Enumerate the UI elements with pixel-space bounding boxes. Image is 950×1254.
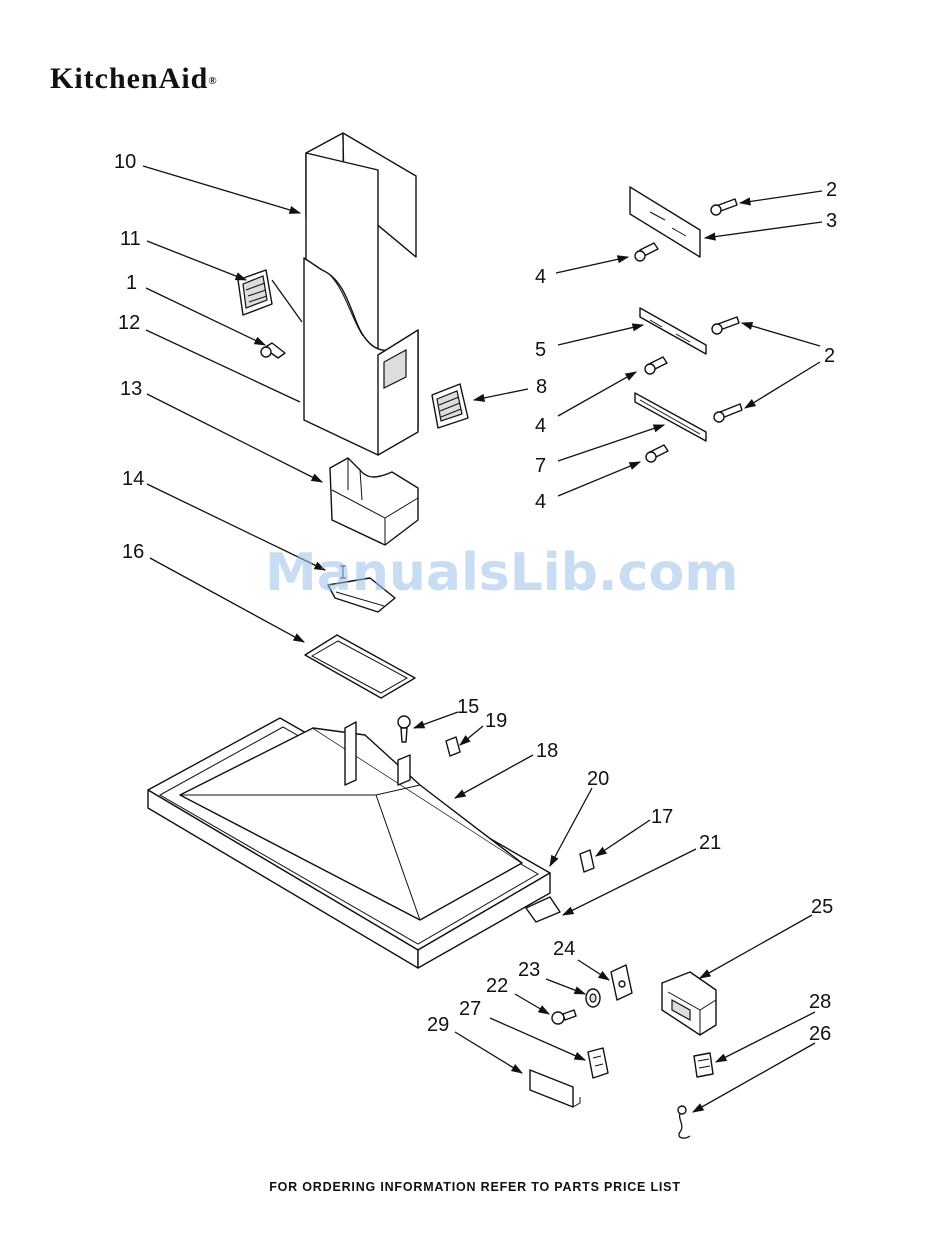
part-18-hood-canopy xyxy=(148,718,550,968)
part-4-screw-low xyxy=(646,445,668,462)
label-19: 19 xyxy=(485,710,507,732)
part-24-bracket xyxy=(611,965,632,1000)
label-17: 17 xyxy=(651,806,673,828)
label-13: 13 xyxy=(120,378,142,400)
part-2-screw-low xyxy=(714,404,742,422)
label-24: 24 xyxy=(553,938,575,960)
label-3: 3 xyxy=(826,210,837,232)
part-4-screw-mid xyxy=(645,357,667,374)
label-21: 21 xyxy=(699,832,721,854)
watermark: ManualsLib.com xyxy=(265,543,738,603)
part-23-washer xyxy=(586,989,600,1007)
label-4-low: 4 xyxy=(535,491,546,513)
label-22: 22 xyxy=(486,975,508,997)
label-5: 5 xyxy=(535,339,546,361)
label-27: 27 xyxy=(459,998,481,1020)
part-17-clip xyxy=(580,850,594,872)
label-20: 20 xyxy=(587,768,609,790)
label-11: 11 xyxy=(120,228,141,250)
part-2-screw-mid xyxy=(712,317,739,334)
label-15: 15 xyxy=(457,696,479,718)
part-11-grille xyxy=(238,270,272,315)
label-14: 14 xyxy=(122,468,144,490)
label-7: 7 xyxy=(535,455,546,477)
label-8: 8 xyxy=(536,376,547,398)
part-5-bracket xyxy=(640,308,706,354)
label-28: 28 xyxy=(809,991,831,1013)
part-28-knob xyxy=(694,1053,713,1077)
label-12: 12 xyxy=(118,312,140,334)
label-16: 16 xyxy=(122,541,144,563)
part-26-wire xyxy=(678,1106,690,1138)
label-25: 25 xyxy=(811,896,833,918)
part-3-mounting-bracket xyxy=(630,187,700,257)
part-16-filter-tray xyxy=(305,635,415,698)
part-29-cover xyxy=(530,1070,580,1107)
label-26: 26 xyxy=(809,1023,831,1045)
label-29: 29 xyxy=(427,1014,449,1036)
ordering-note: FOR ORDERING INFORMATION REFER TO PARTS … xyxy=(0,1180,950,1194)
label-23: 23 xyxy=(518,959,540,981)
label-18: 18 xyxy=(536,740,558,762)
label-2-mid: 2 xyxy=(824,345,835,367)
part-4-screw-top xyxy=(635,243,658,261)
part-19-clip xyxy=(446,737,460,756)
part-13-duct-adapter xyxy=(330,458,418,545)
part-2-screw-top xyxy=(711,199,737,215)
label-4-mid: 4 xyxy=(535,415,546,437)
part-15-screw xyxy=(398,716,410,742)
part-8-grille xyxy=(432,384,468,428)
part-27-switch xyxy=(588,1048,608,1078)
label-2-top: 2 xyxy=(826,179,837,201)
part-7-bracket xyxy=(635,393,706,441)
label-10: 10 xyxy=(114,151,136,173)
label-4-top: 4 xyxy=(535,266,546,288)
part-22-screw xyxy=(552,1010,576,1024)
part-25-control-module xyxy=(662,972,716,1035)
label-1: 1 xyxy=(126,272,137,294)
